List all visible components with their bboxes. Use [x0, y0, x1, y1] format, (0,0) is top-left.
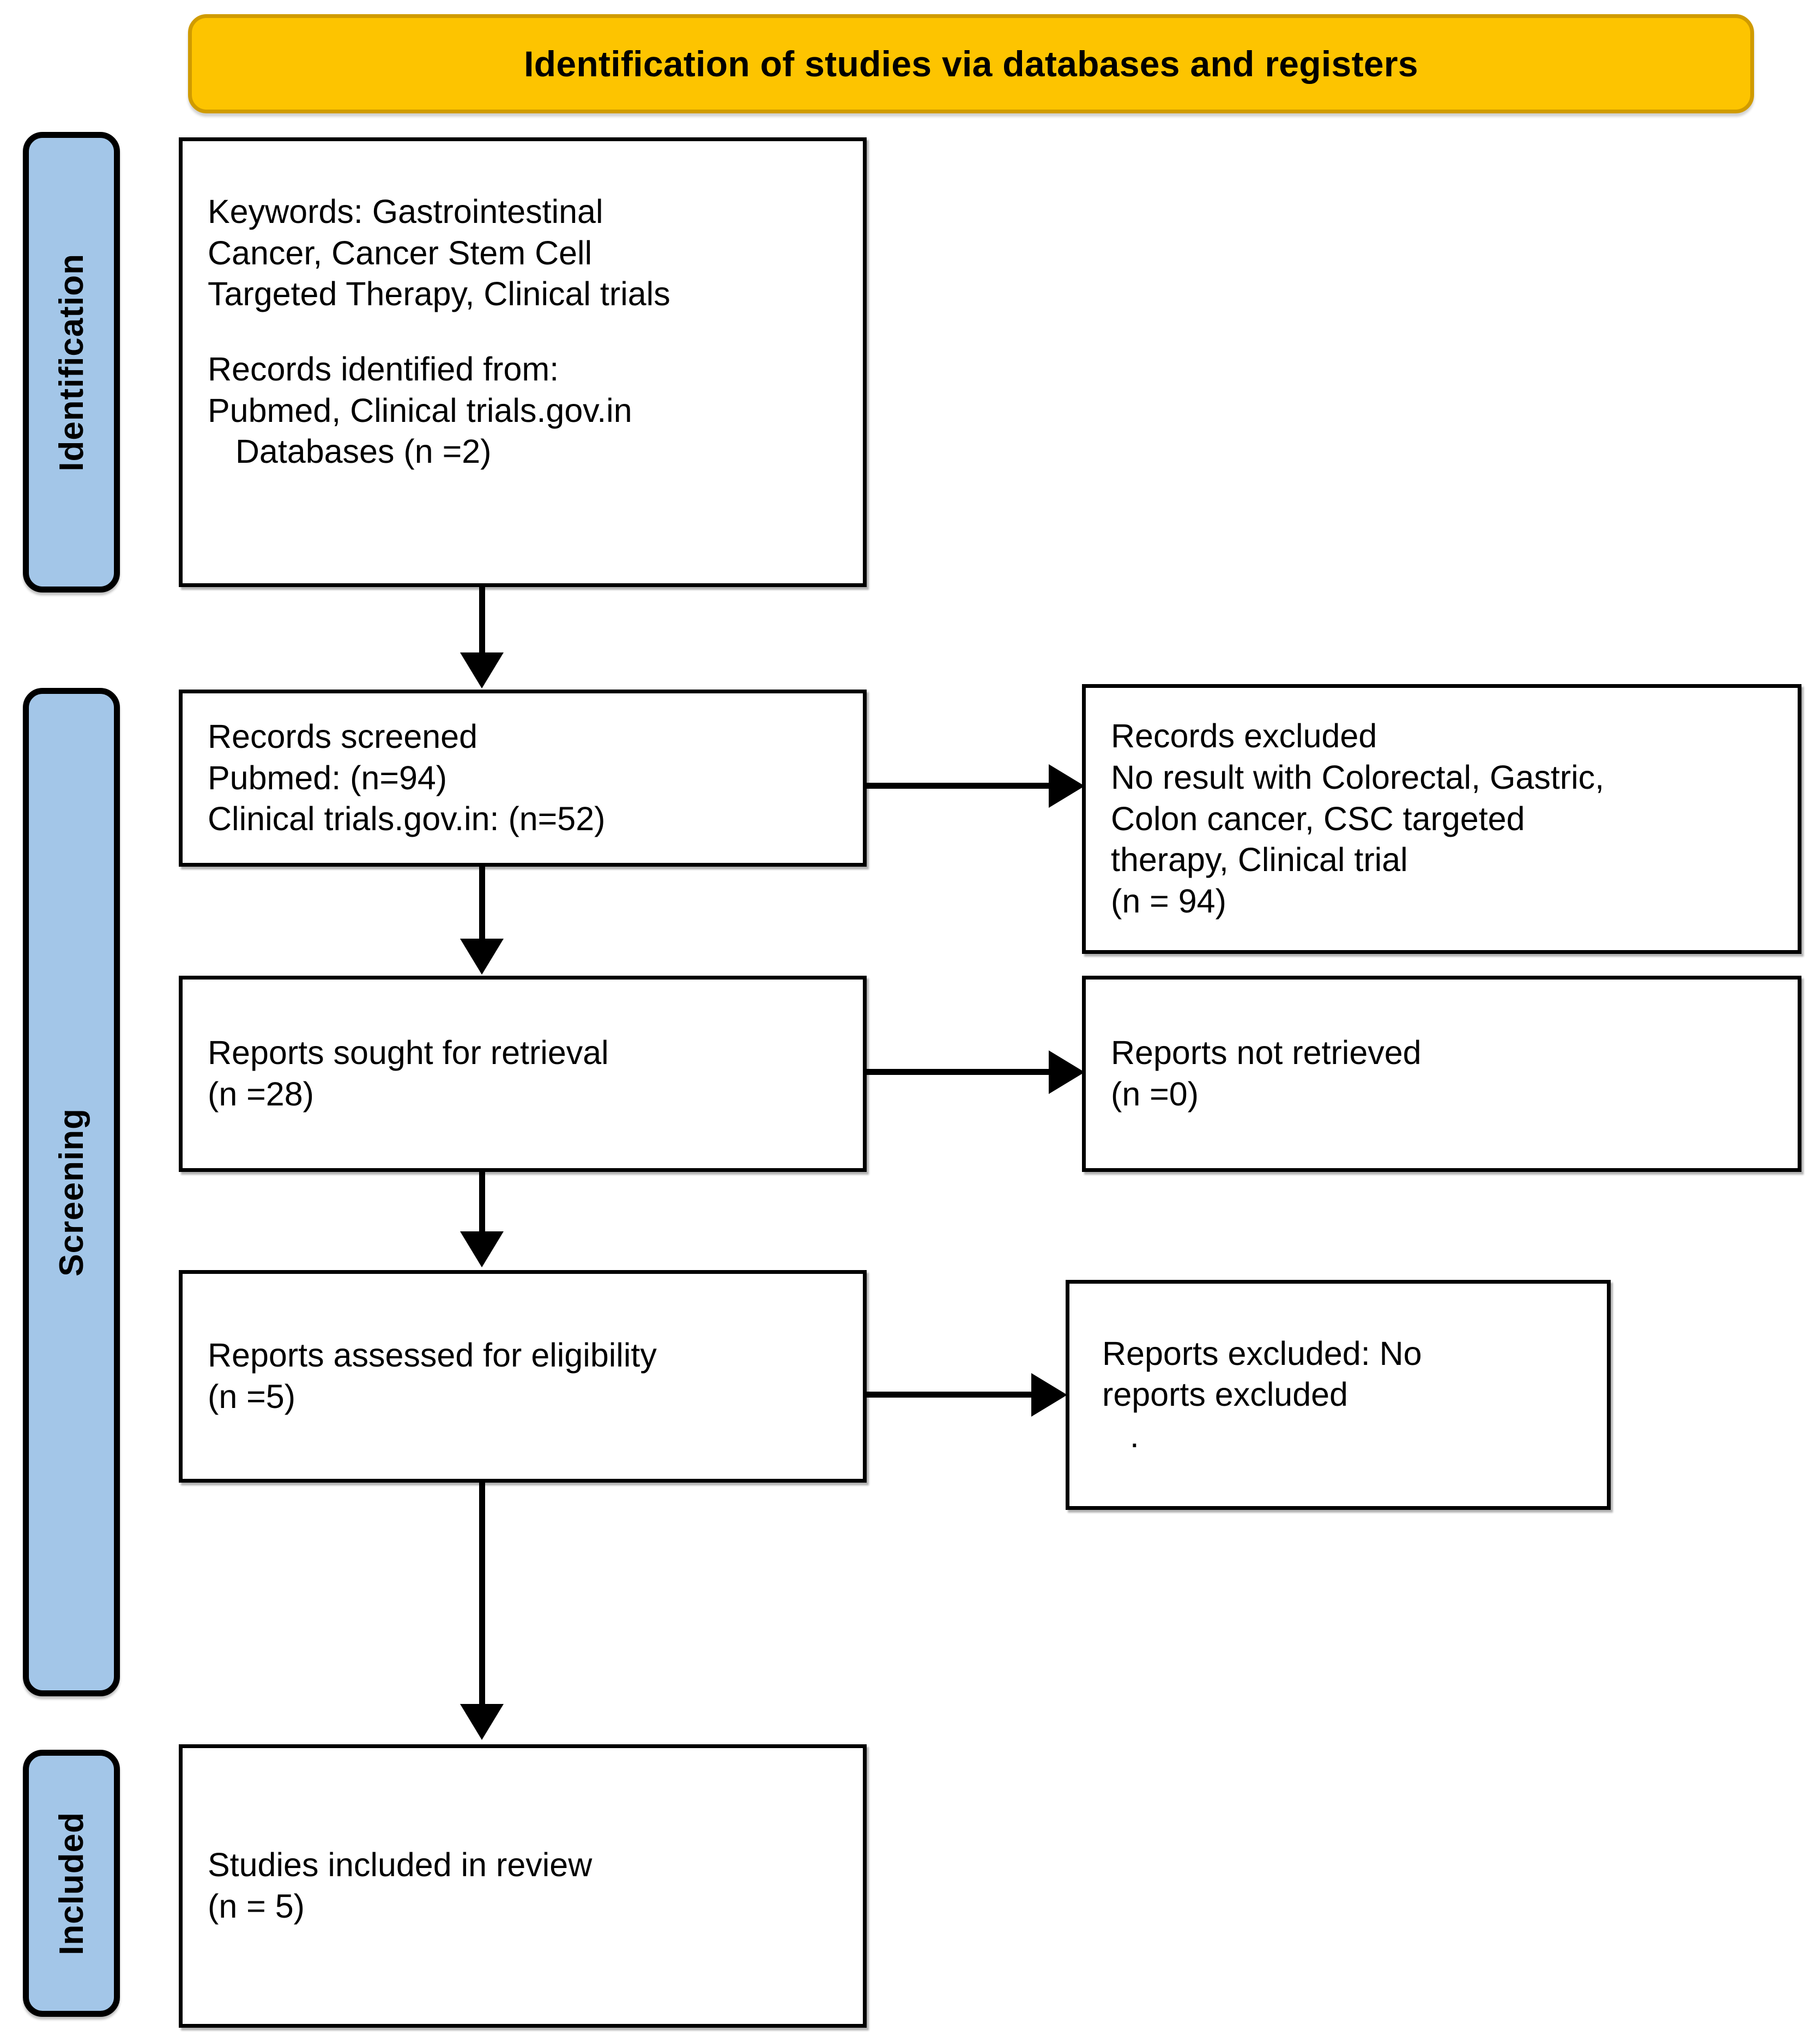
box-reports-assessed-for-eligibility: Reports assessed for eligibility (n =5): [179, 1270, 867, 1483]
box-reports-not-retrieved: Reports not retrieved (n =0): [1082, 976, 1801, 1172]
arrow-down-icon: [460, 652, 504, 688]
connector-screened-to-sought: [479, 867, 485, 942]
records-identified-line-1: Records identified from:: [208, 350, 559, 388]
arrow-right-icon: [1049, 1050, 1085, 1094]
records-excluded-line-5: (n = 94): [1111, 882, 1226, 920]
records-excluded-line-4: therapy, Clinical trial: [1111, 841, 1408, 879]
stage-label-identification-text: Identification: [52, 253, 90, 472]
reports-assessed-line-2: (n =5): [208, 1378, 296, 1415]
stage-label-screening: Screening: [23, 688, 120, 1696]
records-excluded-line-2: No result with Colorectal, Gastric,: [1111, 759, 1605, 796]
diagram-banner: Identification of studies via databases …: [188, 14, 1754, 113]
reports-sought-line-2: (n =28): [208, 1075, 314, 1113]
keywords-line-1: Keywords: Gastrointestinal: [208, 193, 603, 230]
box-studies-included-in-review: Studies included in review (n = 5): [179, 1744, 867, 2028]
connector-assessed-to-reports-excluded: [867, 1392, 1035, 1398]
stage-label-screening-text: Screening: [52, 1108, 90, 1277]
box-reports-sought-for-retrieval: Reports sought for retrieval (n =28): [179, 976, 867, 1172]
studies-included-line-1: Studies included in review: [208, 1846, 592, 1884]
stage-label-identification: Identification: [23, 132, 120, 593]
connector-sought-to-not-retrieved: [867, 1069, 1052, 1075]
records-screened-line-2: Pubmed: (n=94): [208, 759, 448, 796]
records-identified-line-3: Databases (n =2): [208, 433, 492, 470]
reports-excluded-line-1: Reports excluded: No: [1102, 1334, 1422, 1372]
reports-not-retrieved-line-1: Reports not retrieved: [1111, 1034, 1422, 1072]
stage-label-included: Included: [23, 1750, 120, 2017]
connector-identified-to-screened: [479, 587, 485, 656]
arrow-down-icon: [460, 939, 504, 975]
reports-excluded-line-3: .: [1102, 1417, 1139, 1454]
box-records-screened: Records screened Pubmed: (n=94) Clinical…: [179, 690, 867, 867]
reports-not-retrieved-line-2: (n =0): [1111, 1075, 1199, 1113]
arrow-down-icon: [460, 1704, 504, 1740]
box-reports-excluded: Reports excluded: No reports excluded .: [1066, 1280, 1611, 1510]
records-screened-line-1: Records screened: [208, 718, 478, 755]
records-excluded-line-1: Records excluded: [1111, 717, 1377, 755]
arrow-right-icon: [1049, 764, 1085, 808]
studies-included-line-2: (n = 5): [208, 1888, 305, 1925]
box-records-identified: Keywords: Gastrointestinal Cancer, Cance…: [179, 137, 867, 587]
connector-screened-to-records-excluded: [867, 783, 1052, 789]
reports-assessed-line-1: Reports assessed for eligibility: [208, 1337, 657, 1374]
arrow-right-icon: [1031, 1373, 1067, 1417]
box-records-excluded: Records excluded No result with Colorect…: [1082, 684, 1801, 954]
connector-assessed-to-included: [479, 1483, 485, 1707]
reports-excluded-line-2: reports excluded: [1102, 1376, 1348, 1413]
banner-title: Identification of studies via databases …: [524, 43, 1418, 84]
records-screened-line-3: Clinical trials.gov.in: (n=52): [208, 800, 606, 838]
connector-sought-to-assessed: [479, 1172, 485, 1235]
keywords-line-3: Targeted Therapy, Clinical trials: [208, 275, 670, 313]
arrow-down-icon: [460, 1231, 504, 1267]
keywords-line-2: Cancer, Cancer Stem Cell: [208, 234, 592, 271]
records-identified-line-2: Pubmed, Clinical trials.gov.in: [208, 391, 632, 429]
stage-label-included-text: Included: [52, 1811, 90, 1955]
records-excluded-line-3: Colon cancer, CSC targeted: [1111, 800, 1525, 837]
reports-sought-line-1: Reports sought for retrieval: [208, 1034, 609, 1072]
